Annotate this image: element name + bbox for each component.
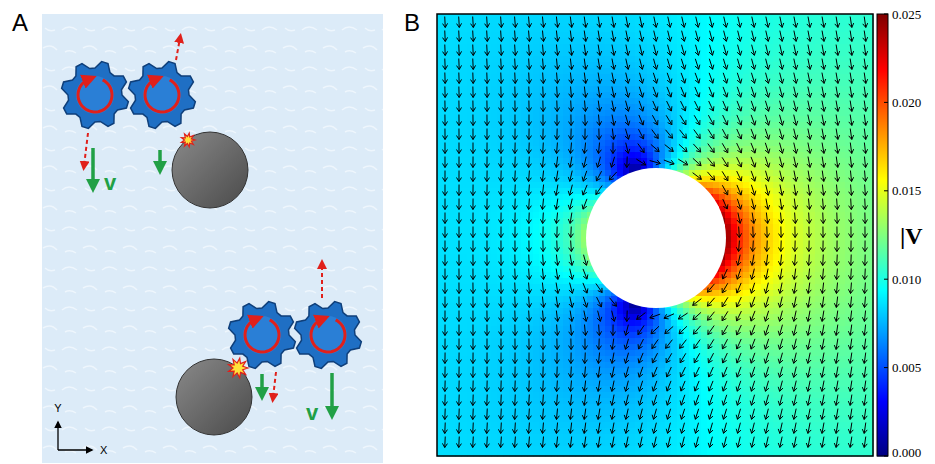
obstacle-disc xyxy=(176,359,252,435)
axis-label: Y xyxy=(54,403,61,414)
colorbar-tick: 0.025 xyxy=(892,8,921,21)
colorbar xyxy=(877,14,888,457)
colorbar-tick: 0.005 xyxy=(892,361,921,374)
colorbar-tick: 0.010 xyxy=(892,273,921,286)
velocity-arrow xyxy=(330,373,334,413)
gear-hub xyxy=(143,76,181,114)
colorbar-tick: 0.015 xyxy=(892,184,921,197)
plot-frame xyxy=(437,14,873,456)
gear-hub xyxy=(309,316,347,354)
velocity-arrow xyxy=(260,374,264,394)
contact-burst xyxy=(229,358,248,378)
gear xyxy=(295,302,362,369)
axis-label: X xyxy=(100,445,107,456)
gear-hub xyxy=(243,316,281,354)
gear xyxy=(62,62,129,129)
velocity-arrow xyxy=(91,148,95,186)
gear-illustration xyxy=(62,38,362,435)
dashed-force-arrow xyxy=(273,372,276,398)
colorbar-title: |V xyxy=(900,224,923,248)
velocity-label: v xyxy=(306,402,318,424)
gear xyxy=(129,62,196,129)
panel-label: A xyxy=(12,11,28,35)
panel-label: B xyxy=(404,11,420,35)
velocity-label: v xyxy=(104,172,116,194)
obstacle-disc xyxy=(172,132,248,208)
rotation-arrow xyxy=(78,79,112,112)
rotation-arrow xyxy=(145,79,179,112)
velocity-arrow xyxy=(158,150,162,168)
dashed-force-arrow xyxy=(176,38,180,60)
axis-arrows xyxy=(58,422,92,450)
speed-map xyxy=(437,14,874,457)
dashed-force-arrow xyxy=(321,264,323,298)
colorbar-frame xyxy=(877,14,888,456)
gear xyxy=(229,302,296,369)
dashed-force-arrow xyxy=(84,133,88,166)
panel-a-ground xyxy=(42,14,383,463)
velocity-vectors xyxy=(442,17,867,448)
rotation-arrow xyxy=(311,319,345,352)
rotation-arrow xyxy=(245,319,279,352)
gear-hub xyxy=(76,76,114,114)
colorbar-tick: 0.000 xyxy=(892,446,921,459)
cylinder xyxy=(586,168,726,308)
contact-burst xyxy=(181,133,195,147)
colorbar-tick: 0.020 xyxy=(892,96,921,109)
velocity-field xyxy=(437,14,874,457)
